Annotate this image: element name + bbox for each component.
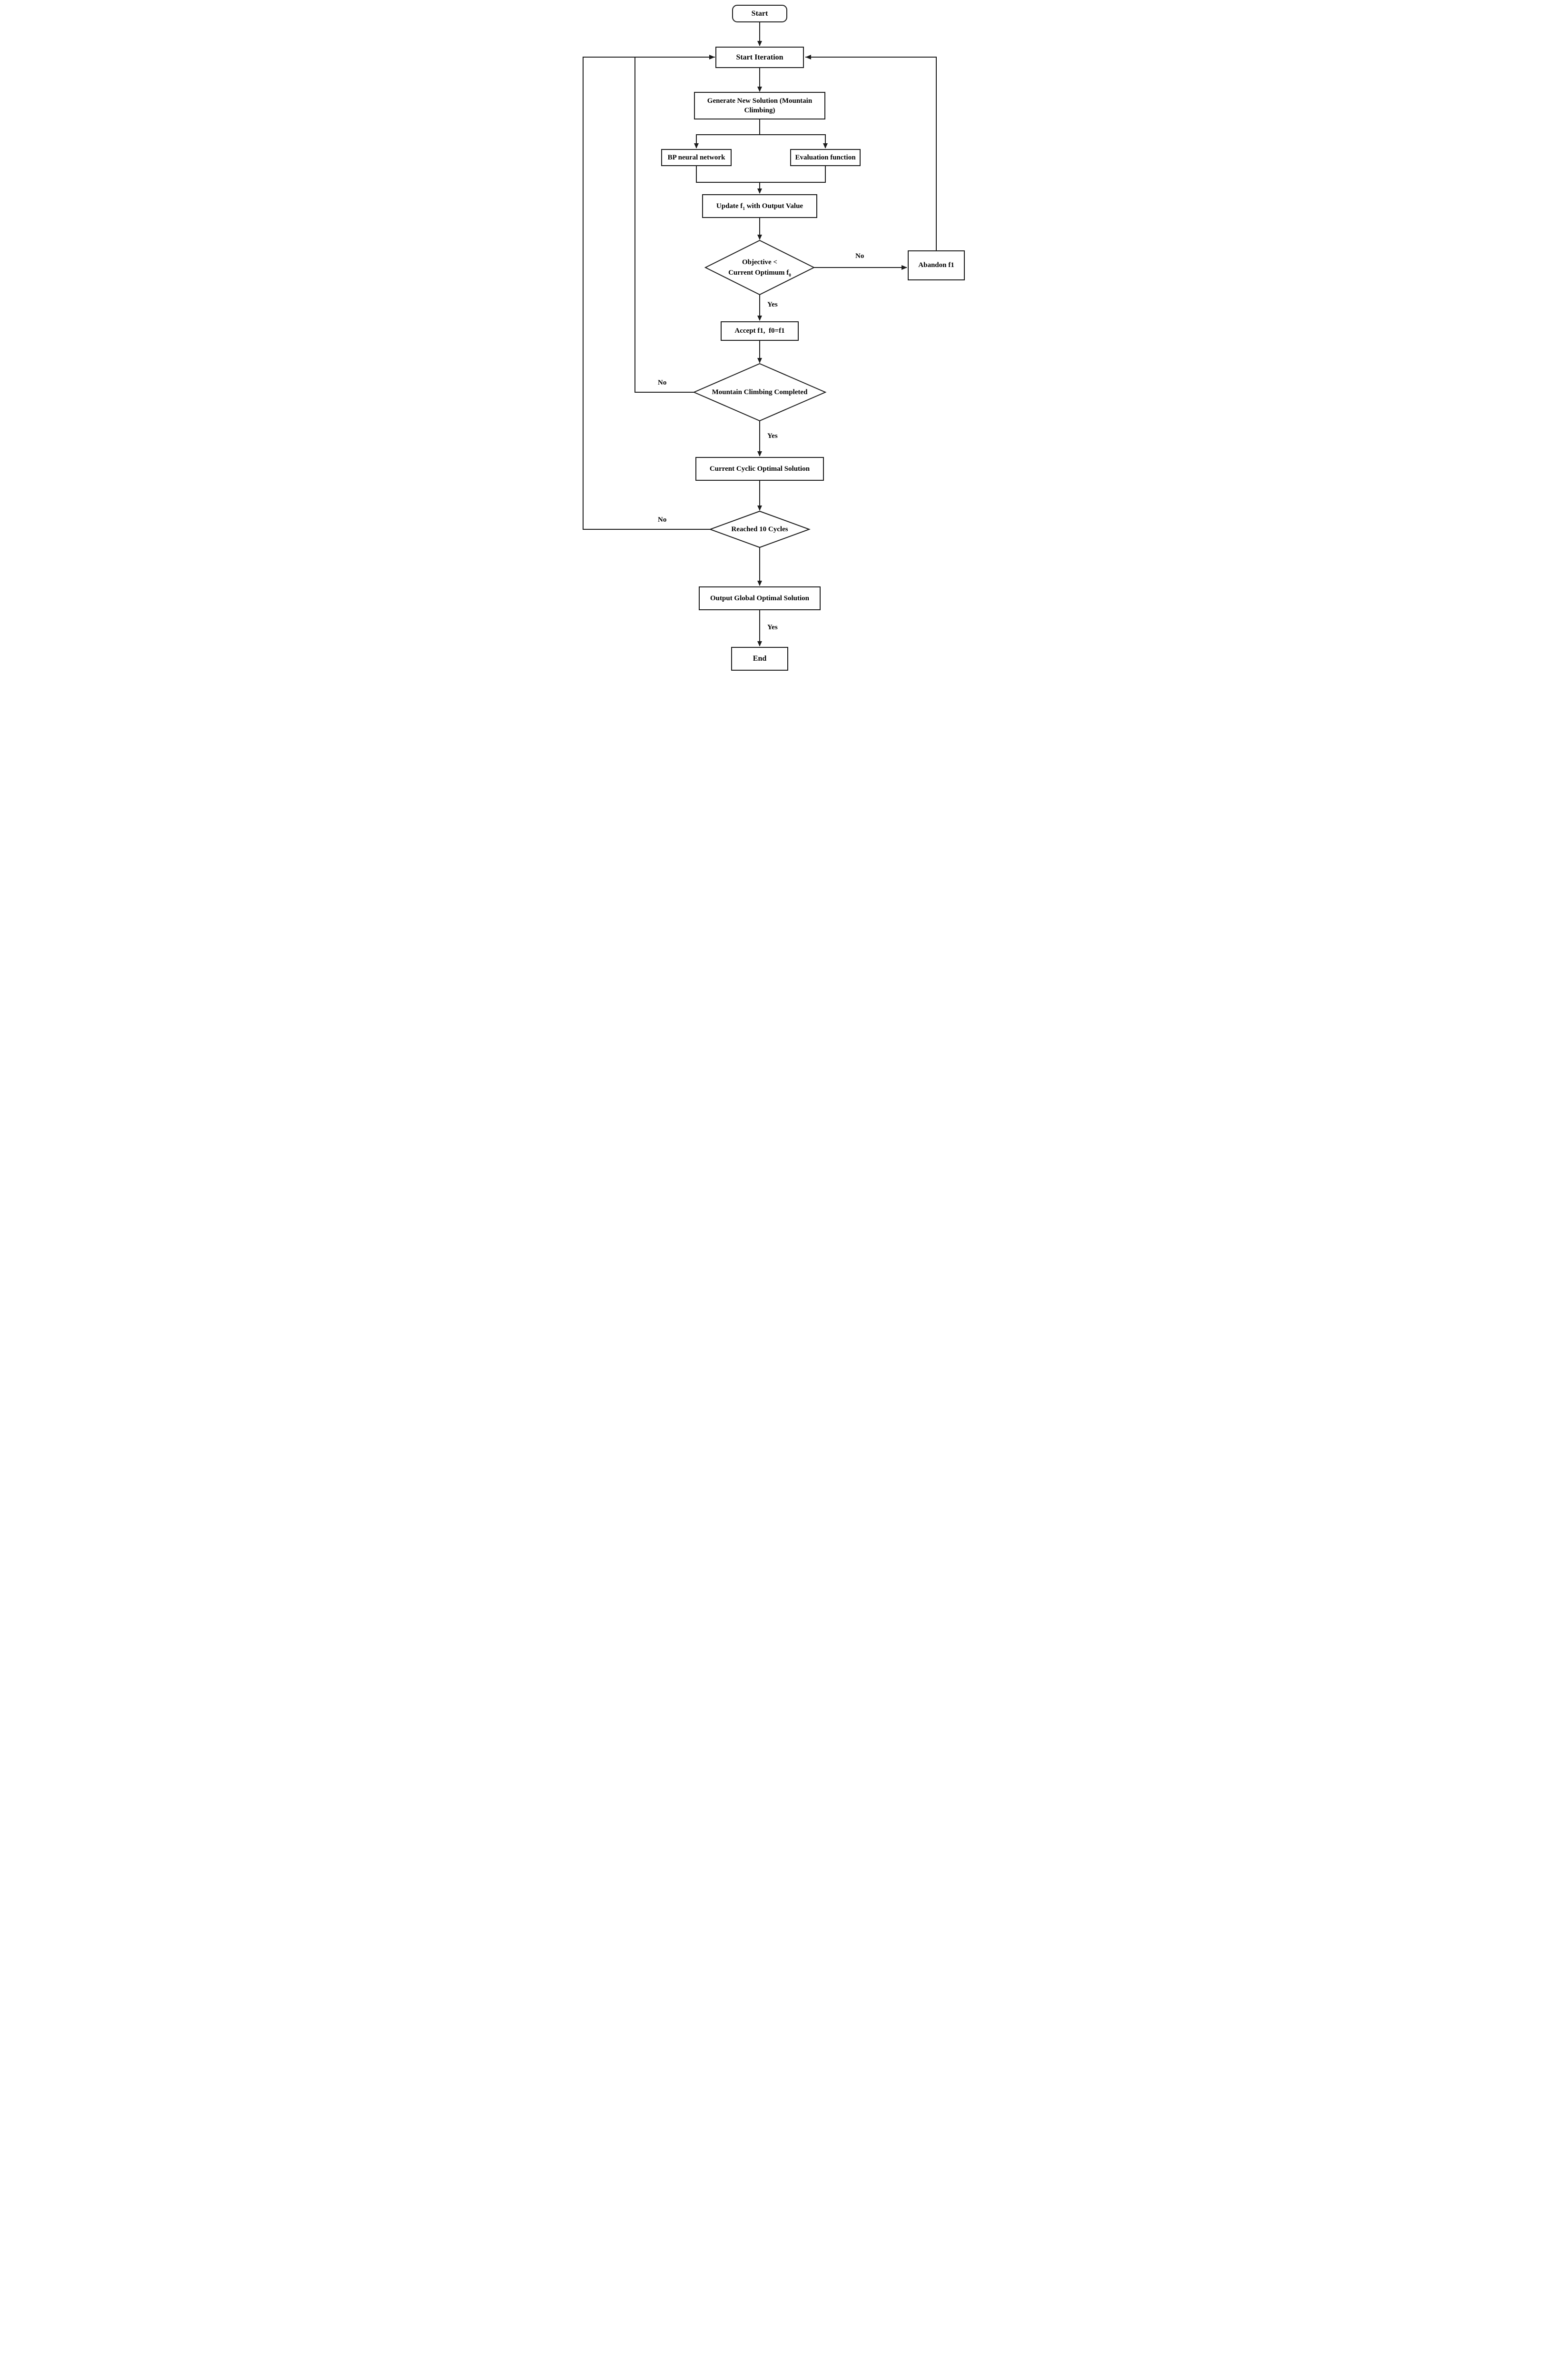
decision-objective-label: Objective < Current Optimum f0	[712, 251, 807, 284]
edge-label-yes-end: Yes	[766, 624, 779, 632]
edge-label-no-mountain: No	[657, 379, 668, 387]
node-evaluation-function: Evaluation function	[790, 149, 861, 166]
node-update-f1: Update f1 with Output Value	[702, 194, 817, 218]
flowchart-canvas: Start Start Iteration Generate New Solut…	[580, 0, 966, 682]
node-bp-label: BP neural network	[667, 153, 725, 161]
objective-line1: Objective <	[742, 258, 777, 266]
node-current-cyclic-solution: Current Cyclic Optimal Solution	[695, 457, 824, 481]
decision-objective-shape	[704, 239, 815, 296]
arrowhead-into-bp	[694, 143, 699, 149]
node-abandon-label: Abandon f1	[918, 261, 954, 269]
decision-mountain-label: Mountain Climbing Completed	[712, 388, 808, 396]
objective-line2: Current Optimum f0	[728, 269, 791, 278]
edge-label-no-reached: No	[657, 516, 668, 524]
connector-layer	[583, 22, 937, 646]
subscript-0: 0	[789, 273, 791, 278]
node-end-label: End	[753, 654, 767, 663]
node-generate-label: Generate New Solution (Mountain Climbing…	[707, 97, 813, 114]
node-output-global-solution: Output Global Optimal Solution	[699, 586, 821, 610]
arrowhead-into-mountain	[757, 358, 762, 363]
node-evaluation-label: Evaluation function	[795, 153, 856, 161]
arrowhead-into-accept	[757, 316, 762, 321]
arrowhead-into-iteration-top	[757, 41, 762, 46]
arrowhead-into-eval	[823, 143, 828, 149]
decision-reached-label: Reached 10 Cycles	[731, 525, 788, 533]
decision-mountain-shape	[693, 363, 827, 422]
decision-reached-shape	[709, 510, 811, 548]
arrowhead-into-iteration-left	[709, 55, 715, 60]
arrowhead-into-iteration-right	[805, 55, 811, 60]
node-accept-label: Accept f1, f0=f1	[734, 327, 785, 335]
node-update-label: Update f1 with Output Value	[716, 202, 803, 211]
arrowhead-into-output	[757, 581, 762, 586]
edge-label-no-abandon: No	[854, 252, 865, 260]
edge-label-yes-current: Yes	[766, 432, 779, 440]
node-generate-new-solution: Generate New Solution (Mountain Climbing…	[694, 92, 825, 119]
node-output-label: Output Global Optimal Solution	[710, 594, 809, 602]
arrowhead-into-update	[757, 188, 762, 194]
node-bp-neural-network: BP neural network	[661, 149, 732, 166]
node-start-iteration: Start Iteration	[715, 47, 804, 68]
arrowhead-into-end	[757, 641, 762, 646]
node-abandon-f1: Abandon f1	[908, 250, 965, 280]
subscript-1: 1	[743, 206, 745, 211]
arrowhead-into-current	[757, 451, 762, 456]
node-start: Start	[732, 5, 787, 22]
node-current-label: Current Cyclic Optimal Solution	[709, 465, 810, 473]
node-accept-f1: Accept f1, f0=f1	[721, 321, 799, 341]
node-end: End	[731, 647, 788, 671]
arrowhead-into-abandon	[902, 265, 907, 270]
node-start-label: Start	[751, 9, 768, 18]
arrowhead-into-generate	[757, 87, 762, 92]
arrowhead-into-reached	[757, 506, 762, 511]
node-start-iteration-label: Start Iteration	[736, 53, 783, 61]
arrowhead-into-objective	[757, 235, 762, 240]
edge-label-yes-accept: Yes	[766, 301, 779, 309]
